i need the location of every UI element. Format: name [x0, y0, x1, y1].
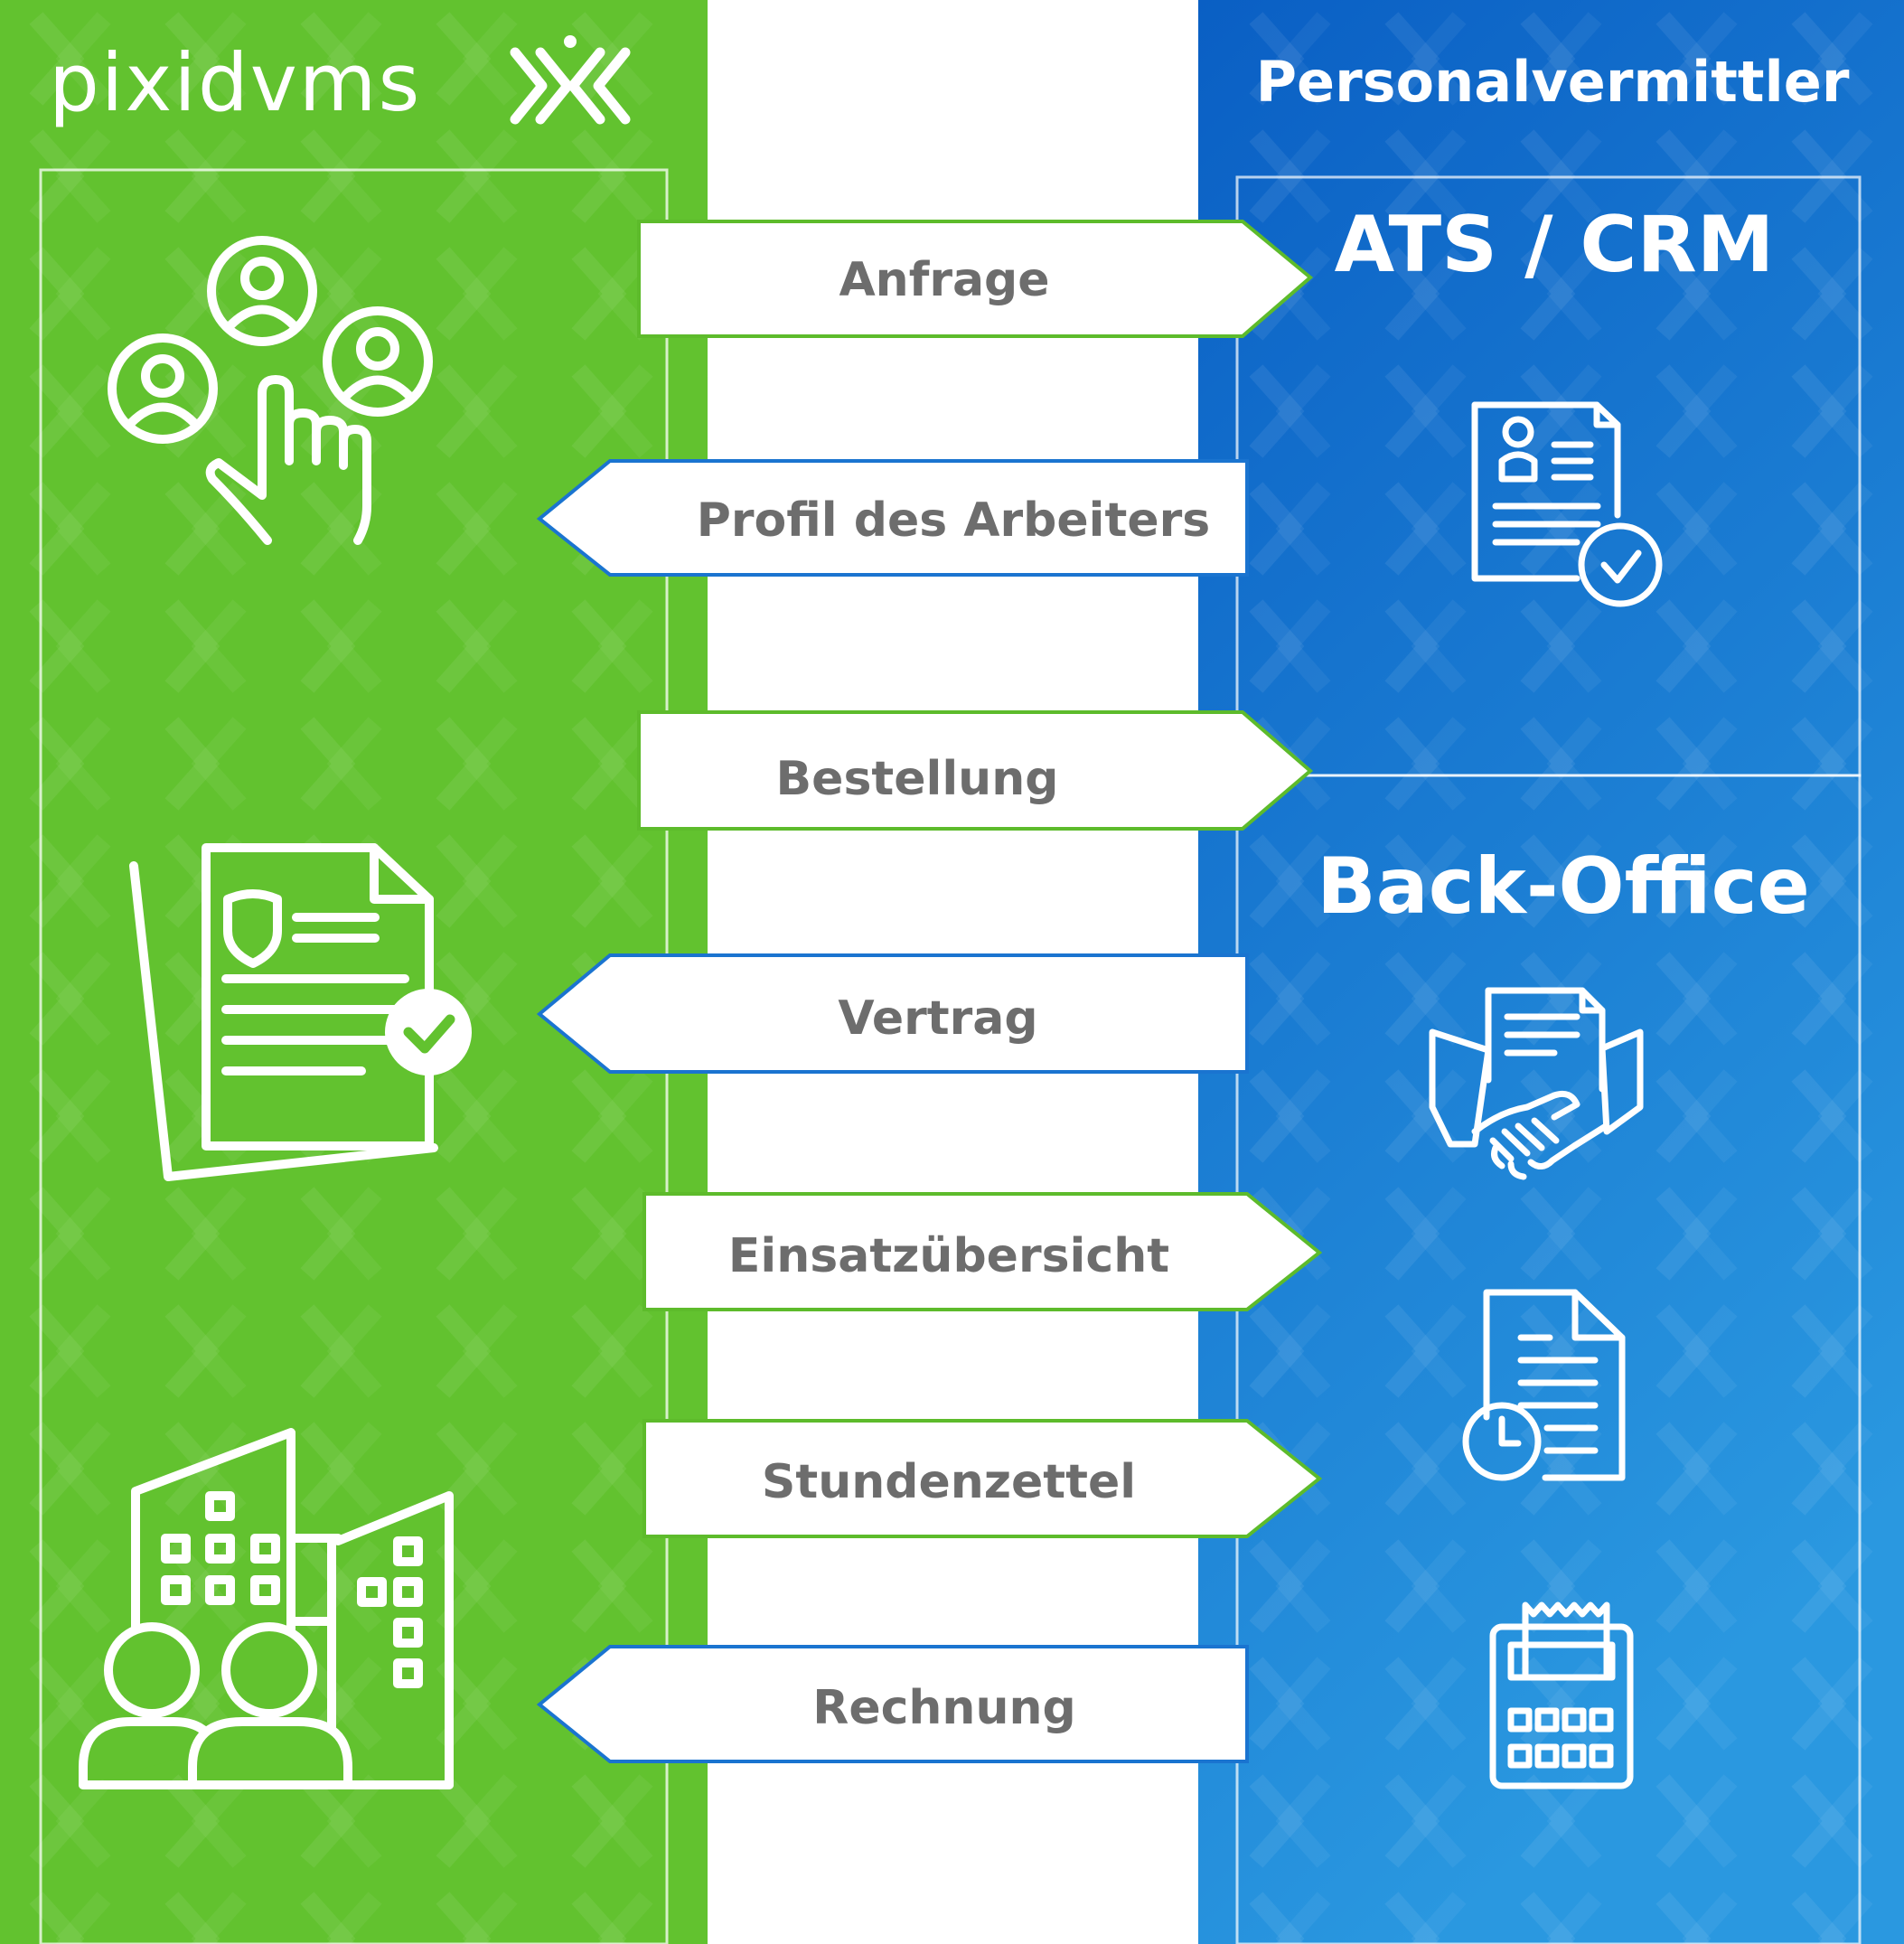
partner-header: Personalvermittler	[1256, 49, 1850, 115]
candidates-select-icon	[108, 236, 433, 545]
brand-logo-text: pixidvms	[49, 36, 421, 129]
calculator-receipt-icon	[1489, 1601, 1634, 1789]
flow-stundenzettel: Stundenzettel	[642, 1419, 1323, 1538]
flow-label: Bestellung	[776, 752, 1059, 806]
flow-rechnung: Rechnung	[536, 1645, 1249, 1763]
handshake-contract-icon	[1429, 987, 1644, 1180]
company-team-icon	[79, 1428, 454, 1789]
backoffice-title: Back-Office	[1317, 841, 1810, 932]
document-clock-icon	[1462, 1289, 1626, 1481]
flow-einsatzuebersicht: Einsatzübersicht	[642, 1192, 1323, 1311]
flow-anfrage: Anfrage	[637, 220, 1314, 338]
flow-label: Vertrag	[838, 991, 1037, 1046]
flow-label: Einsatzübersicht	[728, 1229, 1169, 1283]
ats-title: ATS / CRM	[1335, 200, 1775, 290]
flow-label: Anfrage	[839, 253, 1049, 307]
flow-label: Rechnung	[812, 1681, 1075, 1735]
flow-label: Stundenzettel	[762, 1455, 1136, 1509]
flow-bestellung: Bestellung	[637, 710, 1314, 831]
resume-check-icon	[1471, 401, 1663, 607]
right-panel-pattern	[1198, 0, 1904, 1944]
backoffice-frame	[1235, 774, 1862, 1944]
contract-check-icon	[129, 843, 472, 1181]
flow-profil-des-arbeiters: Profil des Arbeiters	[536, 459, 1249, 577]
pixid-x-logo-icon	[510, 35, 631, 125]
flow-vertrag: Vertrag	[536, 953, 1249, 1074]
flow-label: Profil des Arbeiters	[697, 493, 1210, 548]
